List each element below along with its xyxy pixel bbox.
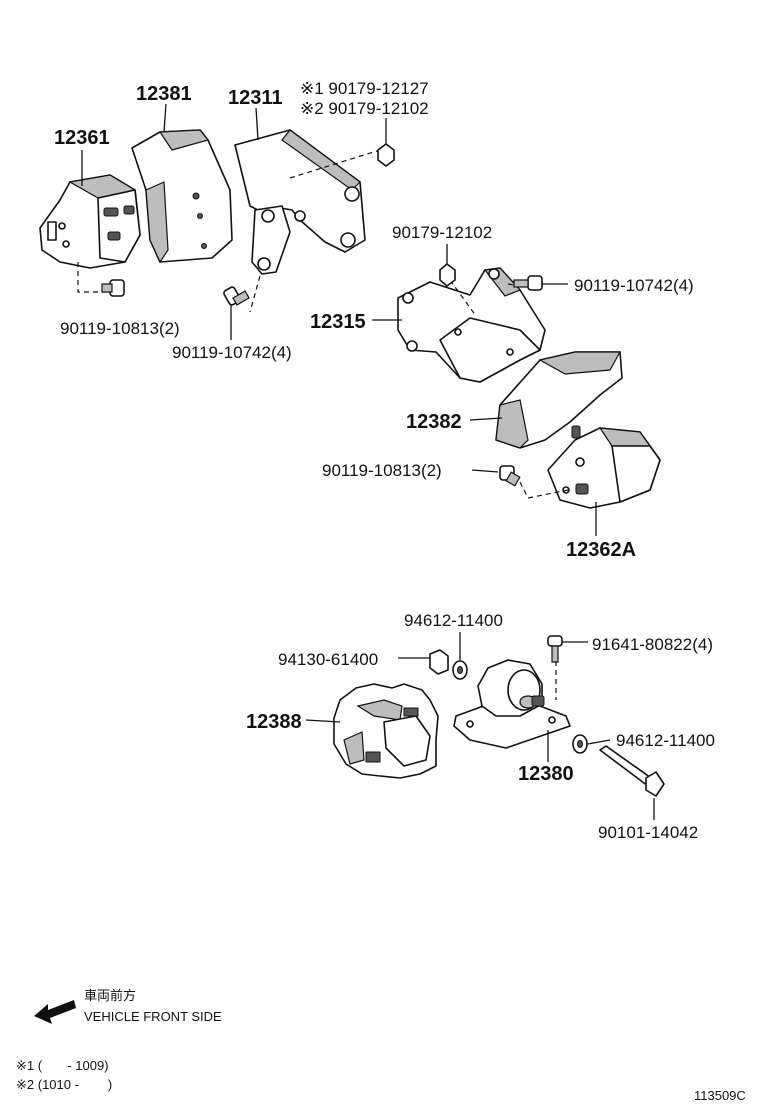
part-12315-bracket[interactable] [397,267,546,383]
bolt-90119-10813-left-icon[interactable] [101,279,125,297]
nut-94130-61400-icon[interactable] [429,649,449,675]
label-12382: 12382 [406,411,462,433]
part-12311-bracket[interactable] [234,129,366,275]
nut-90179-12102-icon[interactable] [439,263,456,287]
label-12311: 12311 [228,87,283,109]
washer-94612-11400-right-icon[interactable] [572,734,588,754]
part-12380-rear-mount[interactable] [453,659,571,749]
label-90119-10742-left: 90119-10742(4) [172,343,292,362]
figure-id: 113509C [694,1088,746,1103]
label-12362A: 12362A [566,539,636,561]
label-12315: 12315 [310,311,366,333]
part-12382-insulator[interactable] [495,351,623,449]
label-90101-14042: 90101-14042 [598,823,698,842]
label-90119-10742-right: 90119-10742(4) [574,276,694,295]
label-90179-12102-top: ※2 90179-12102 [300,99,429,118]
bolt-90119-10742-right-icon[interactable] [513,275,543,291]
label-94612-11400-right: 94612-11400 [616,731,715,750]
bolt-90119-10742-left-icon[interactable] [223,286,250,306]
note-2: ※2 (1010 - ) [16,1077,112,1092]
label-12380: 12380 [518,763,574,785]
label-91641-80822: 91641-80822(4) [592,635,713,654]
vehicle-front-arrow-icon [34,1000,76,1024]
washer-94612-11400-top-icon[interactable] [452,660,468,680]
label-90179-12102: 90179-12102 [392,223,492,242]
nut-90179-top-icon[interactable] [377,143,395,167]
label-12388: 12388 [246,711,302,733]
label-12361: 12361 [54,127,110,149]
direction-label-english: VEHICLE FRONT SIDE [84,1009,222,1024]
part-12388-cover[interactable] [333,683,439,779]
note-1: ※1 ( - 1009) [16,1058,109,1073]
label-94130-61400: 94130-61400 [278,650,378,669]
part-12361-mount-insulator[interactable] [39,174,141,269]
label-12381: 12381 [136,83,192,105]
label-90119-10813-right: 90119-10813(2) [322,461,442,480]
bolt-91641-80822-icon[interactable] [547,635,563,663]
part-12362A-mount-insulator[interactable] [547,425,661,509]
label-90179-12127: ※1 90179-12127 [300,79,429,98]
label-94612-11400-top: 94612-11400 [404,611,503,630]
bolt-90101-14042-icon[interactable] [599,745,665,797]
bolt-90119-10813-right-icon[interactable] [499,465,521,487]
direction-label-japanese: 車両前方 [84,988,136,1004]
part-12381-insulator[interactable] [131,129,233,264]
label-90119-10813-left: 90119-10813(2) [60,319,180,338]
leader-lines [81,103,655,820]
